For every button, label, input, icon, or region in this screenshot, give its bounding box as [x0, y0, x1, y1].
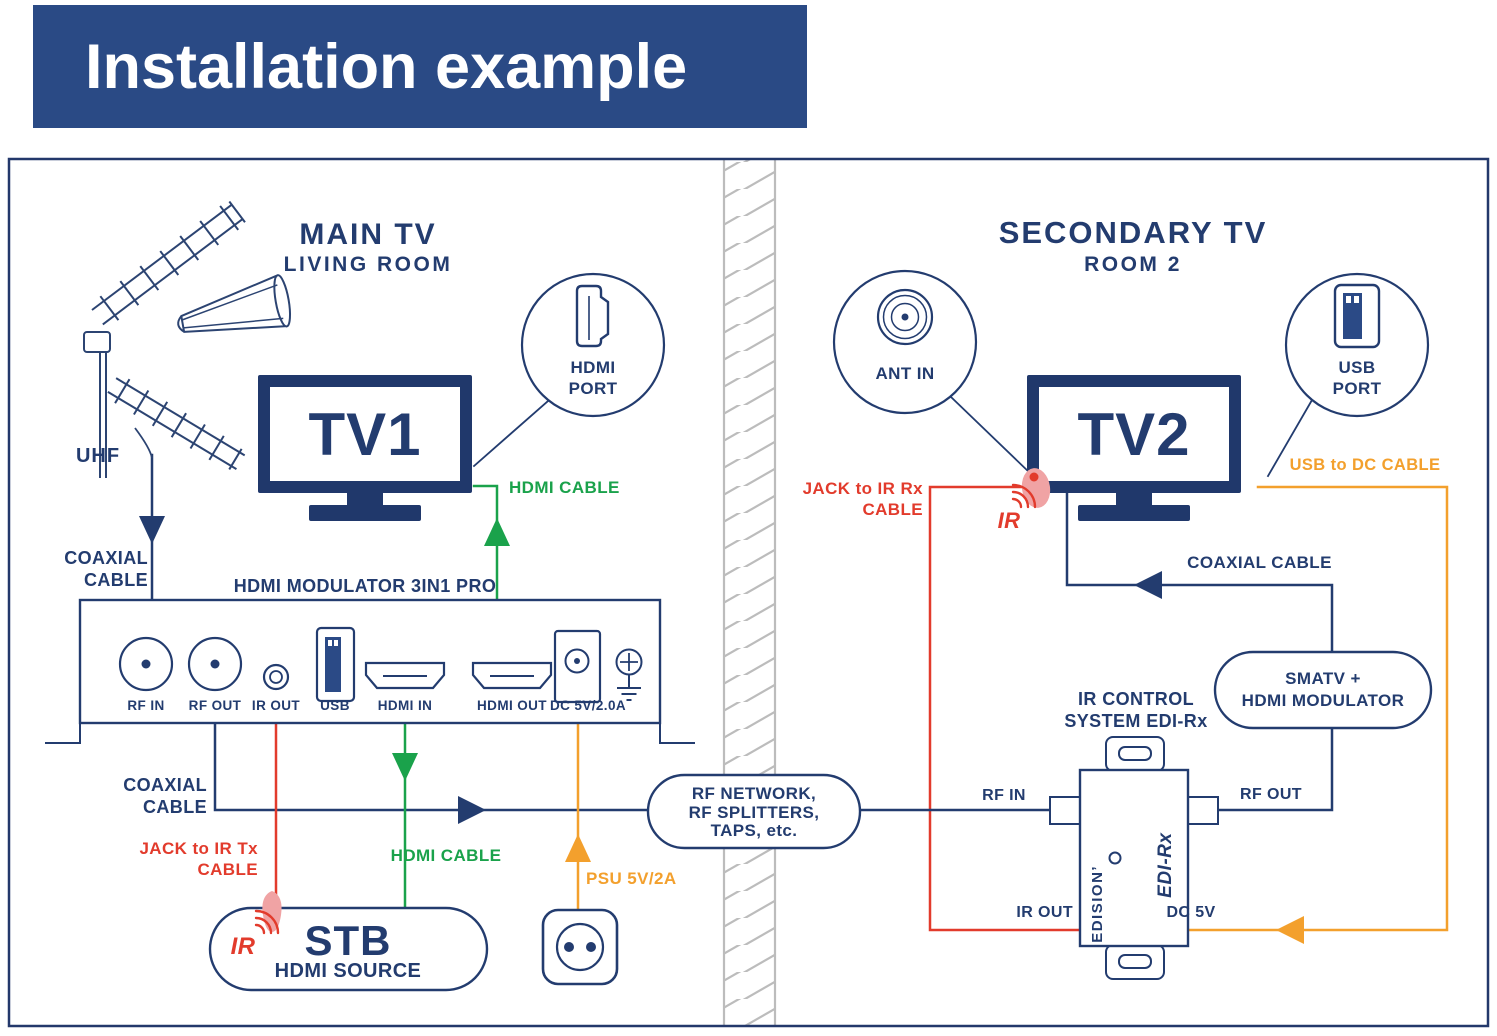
coaxial-cable-label-left: COAXIAL CABLE	[64, 548, 148, 590]
arrow-up-icon	[565, 834, 591, 862]
usb-port-callout-line	[1266, 398, 1314, 478]
main-room-subheading: LIVING ROOM	[283, 253, 453, 276]
title-banner: Installation example	[33, 5, 807, 128]
port-label-dc: DC 5V/2.0A	[549, 698, 627, 713]
tv2-illustration	[1011, 375, 1241, 521]
hdmi-connector-icon	[575, 284, 610, 348]
edi-rx-ir-out-label: IR OUT	[1016, 904, 1073, 921]
tv1-label: TV1	[308, 401, 422, 468]
smatv-rfout-line	[1218, 724, 1334, 812]
usb-port-icon	[315, 626, 356, 703]
dc-port-icon	[553, 629, 602, 704]
tv2-label: TV2	[1077, 401, 1191, 468]
power-outlet-icon	[541, 908, 619, 986]
edi-rx-model-label: EDI-Rx	[1154, 832, 1176, 898]
stb-title: STB	[304, 917, 392, 964]
port-label-hdmi-out: HDMI OUT	[477, 698, 547, 713]
tv1-illustration	[258, 375, 472, 521]
main-room-heading: MAIN TV	[299, 218, 437, 251]
stb-box	[208, 891, 489, 992]
port-label-ir-out: IR OUT	[251, 698, 301, 713]
hdmi-cable-tv1-line	[472, 484, 499, 602]
coaxial-cable-rfout-line	[213, 721, 652, 812]
rf-out-port-icon	[187, 636, 243, 692]
modulator-title: HDMI MODULATOR 3IN1 PRO	[233, 576, 497, 596]
diagram-frame	[7, 157, 1490, 1028]
ant-in-callout-label: ANT IN	[875, 364, 935, 383]
hdmi-cable-label-stb: HDMI CABLE	[390, 846, 502, 865]
arrow-up-icon	[484, 518, 510, 546]
psu-label: PSU 5V/2A	[586, 869, 677, 888]
rf-network-label: RF NETWORK, RF SPLITTERS, TAPS, etc.	[688, 784, 820, 840]
port-label-rf-in: RF IN	[127, 698, 165, 713]
jack-ir-rx-label: JACK to IR Rx CABLE	[802, 479, 923, 519]
arrow-down-icon	[392, 753, 418, 781]
ir-waves-icon	[1011, 483, 1037, 509]
ant-in-callout-line	[949, 395, 1033, 476]
secondary-room-heading: SECONDARY TV	[998, 215, 1268, 250]
usb-connector-icon	[1333, 283, 1381, 349]
jack-ir-rx-line	[928, 485, 1082, 932]
ground-symbol-icon	[615, 648, 643, 701]
hdmi-in-port-icon	[364, 661, 446, 690]
arrow-right-icon	[458, 796, 486, 824]
arrow-left-icon	[1134, 571, 1162, 599]
arrow-down-icon	[139, 516, 165, 544]
modulator-box	[45, 598, 695, 744]
usb-to-dc-label: USB to DC CABLE	[1289, 456, 1441, 474]
smatv-modulator-box	[1213, 650, 1433, 730]
rf-in-port-icon	[118, 636, 174, 692]
hdmi-port-callout-line	[472, 399, 550, 468]
edi-rx-led-icon	[1108, 851, 1122, 865]
ir-out-port-icon	[262, 663, 290, 691]
ant-in-callout-circle	[832, 269, 978, 415]
hdmi-port-callout-circle	[520, 272, 666, 418]
tv2-ir-label: IR	[997, 508, 1021, 533]
coax-connector-icon	[876, 288, 934, 346]
port-label-usb: USB	[320, 698, 350, 713]
usb-port-callout-circle	[1284, 272, 1430, 418]
edi-rx-device	[1049, 736, 1219, 980]
edi-rx-rf-in-connector	[1049, 796, 1081, 825]
rf-network-box	[646, 773, 862, 850]
stb-ir-label: IR	[230, 933, 256, 960]
ir-control-system-title: IR CONTROL SYSTEM EDI-Rx	[1064, 689, 1208, 731]
edi-rx-dc-5v-label: DC 5V	[1166, 904, 1216, 921]
edi-rx-rf-out-label: RF OUT	[1240, 786, 1302, 803]
page-title: Installation example	[85, 31, 688, 102]
ir-receiver-blob	[1021, 468, 1051, 508]
port-label-rf-out: RF OUT	[188, 698, 242, 713]
hdmi-port-callout-label: HDMI PORT	[568, 358, 618, 398]
uhf-label: UHF	[75, 445, 121, 467]
coaxial-cable-label-bottom: COAXIAL CABLE	[123, 775, 207, 817]
smatv-modulator-label: SMATV + HDMI MODULATOR	[1241, 669, 1405, 710]
coaxial-cable-label-tv2: COAXIAL CABLE	[1187, 553, 1332, 572]
edi-rx-rf-out-connector	[1187, 796, 1219, 825]
port-label-hdmi-in: HDMI IN	[377, 698, 433, 713]
usb-to-dc-line	[1186, 485, 1449, 932]
secondary-room-subheading: ROOM 2	[1084, 253, 1182, 276]
uhf-antenna-illustration	[83, 200, 292, 478]
stb-subtitle: HDMI SOURCE	[274, 960, 422, 982]
hdmi-cable-label-tv1: HDMI CABLE	[509, 478, 620, 497]
wall-divider	[722, 160, 777, 1026]
jack-ir-tx-label: JACK to IR Tx CABLE	[139, 839, 258, 879]
usb-port-callout-label: USB PORT	[1332, 358, 1382, 398]
hdmi-out-port-icon	[471, 661, 553, 690]
coaxial-cable-tv2-line	[1065, 491, 1334, 656]
ir-waves-icon	[254, 909, 280, 935]
edi-rx-rf-in-label: RF IN	[982, 787, 1026, 804]
edi-rx-brand-label: EDISION’	[1089, 864, 1107, 943]
arrow-left-icon	[1276, 916, 1304, 944]
